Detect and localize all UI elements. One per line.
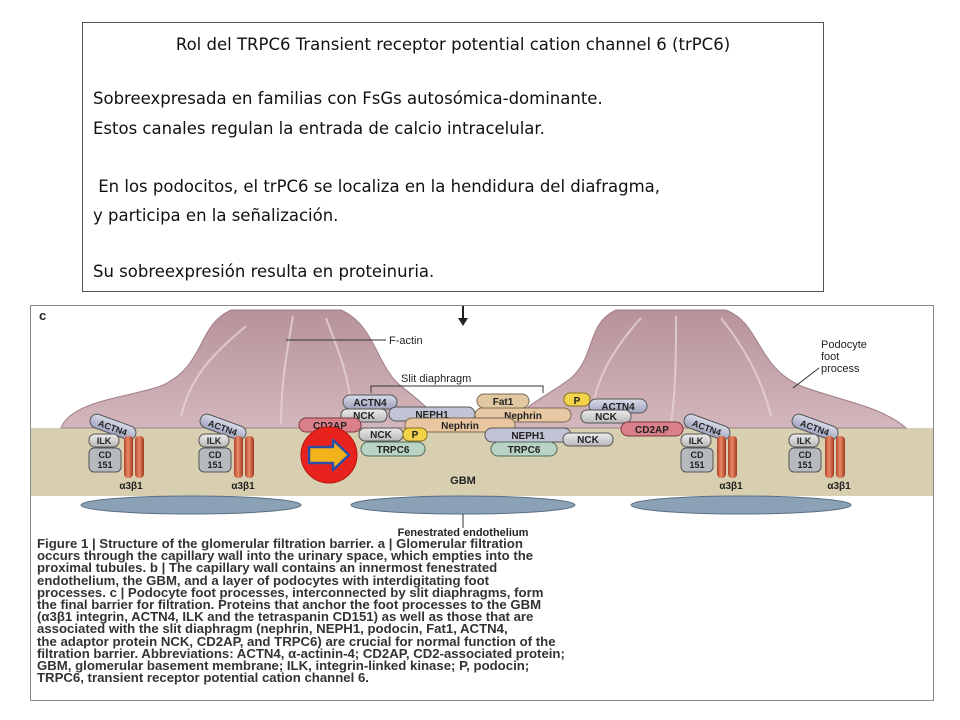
highlight-arrow-icon: [300, 426, 358, 484]
svg-text:α3β1: α3β1: [231, 481, 255, 492]
caption-line: GBM, glomerular basement membrane; ILK, …: [37, 658, 530, 674]
svg-text:151: 151: [689, 460, 704, 470]
gbm-label: GBM: [450, 475, 476, 487]
podocyte-label-2: foot: [821, 351, 839, 363]
svg-text:151: 151: [207, 460, 222, 470]
svg-text:NCK: NCK: [353, 411, 375, 422]
slit-diaphragm-label: Slit diaphragm: [401, 373, 471, 385]
svg-text:CD2AP: CD2AP: [313, 421, 347, 432]
caption-line: filtration barrier. Abbreviations: ACTN4…: [37, 645, 565, 661]
svg-text:α3β1: α3β1: [827, 481, 851, 492]
slit-diaphragm-bracket: [370, 385, 544, 393]
slide-line-5: Su sobreexpresión resulta en proteinuria…: [93, 262, 435, 281]
caption-line: the final barrier for filtration. Protei…: [37, 597, 542, 613]
anchor-complex-right-2: ACTN4 ILK CD 151 α3β1: [788, 413, 851, 492]
gbm-band: [31, 428, 933, 496]
glomerular-filtration-figure: c F-actin Podocyte foot process Slit dia…: [30, 305, 934, 701]
panel-label: c: [39, 308, 46, 323]
svg-text:α3β1: α3β1: [119, 481, 143, 492]
svg-text:NEPH1: NEPH1: [415, 410, 449, 421]
slide-line-3: En los podocitos, el trPC6 se localiza e…: [93, 177, 661, 196]
slide-text-box: Rol del TRPC6 Transient receptor potenti…: [82, 22, 824, 292]
caption-line: processes. c | Podocyte foot processes, …: [37, 584, 544, 600]
endothelium-label: Fenestrated endothelium: [398, 527, 529, 539]
caption-line: endothelium, the GBM, and a layer of pod…: [37, 572, 490, 588]
svg-text:P: P: [412, 430, 419, 441]
anchor-complex-left-2: ACTN4 ILK CD 151 α3β1: [198, 413, 255, 492]
svg-text:ILK: ILK: [689, 436, 704, 446]
svg-text:CD: CD: [209, 450, 222, 460]
svg-text:ILK: ILK: [207, 436, 222, 446]
svg-text:Fat1: Fat1: [493, 397, 514, 408]
svg-text:NCK: NCK: [370, 430, 392, 441]
svg-text:CD2AP: CD2AP: [635, 425, 669, 436]
caption-line: Figure 1 | Structure of the glomerular f…: [37, 536, 523, 551]
slide-title: Rol del TRPC6 Transient receptor potenti…: [175, 35, 731, 54]
filtration-arrow-top: [458, 306, 468, 326]
slide-line-2: Estos canales regulan la entrada de calc…: [93, 119, 545, 138]
svg-text:NCK: NCK: [595, 412, 617, 423]
svg-text:NCK: NCK: [577, 435, 599, 446]
caption-line: occurs through the capillary wall into t…: [37, 548, 534, 564]
svg-text:ACTN4: ACTN4: [353, 398, 387, 409]
svg-text:ILK: ILK: [97, 436, 112, 446]
slide-line-1: Sobreexpresada en familias con FsGs auto…: [93, 89, 603, 108]
svg-text:ILK: ILK: [797, 436, 812, 446]
caption-line: the adaptor protein NCK, CD2AP, and TRPC…: [37, 633, 556, 649]
svg-text:CD: CD: [99, 450, 112, 460]
svg-text:Nephrin: Nephrin: [441, 421, 479, 432]
caption-line: (α3β1 integrin, ACTN4, ILK and the tetra…: [37, 609, 534, 625]
svg-text:NEPH1: NEPH1: [511, 431, 545, 442]
diagram-canvas: c F-actin Podocyte foot process Slit dia…: [31, 306, 933, 539]
svg-text:CD: CD: [691, 450, 704, 460]
caption-line: TRPC6, transient receptor potential cati…: [37, 670, 369, 686]
caption-line: associated with the slit diaphragm (neph…: [37, 621, 508, 637]
svg-text:α3β1: α3β1: [719, 481, 743, 492]
endothelium: [80, 495, 852, 515]
caption-line: proximal tubules. b | The capillary wall…: [37, 560, 498, 576]
svg-text:CD: CD: [799, 450, 812, 460]
podocyte-label-1: Podocyte: [821, 339, 867, 351]
svg-text:TRPC6: TRPC6: [377, 445, 410, 456]
slide-line-4: y participa en la señalización.: [93, 206, 339, 225]
svg-text:Nephrin: Nephrin: [504, 411, 542, 422]
slit-diaphragm-complex: ACTN4 Fat1 P ACTN4 NCK NEPH1 Nephrin NCK…: [298, 392, 684, 457]
podocyte-label-3: process: [821, 363, 860, 375]
svg-text:TRPC6: TRPC6: [508, 445, 541, 456]
anchor-complex-left-1: ACTN4 ILK CD 151 α3β1: [88, 413, 144, 492]
factin-label: F-actin: [389, 335, 423, 347]
svg-text:151: 151: [97, 460, 112, 470]
figure-caption: Figure 1 | Structure of the glomerular f…: [37, 536, 929, 686]
svg-text:151: 151: [797, 460, 812, 470]
svg-text:P: P: [574, 396, 581, 407]
svg-text:ACTN4: ACTN4: [601, 402, 635, 413]
podocyte-leader: [792, 367, 820, 389]
